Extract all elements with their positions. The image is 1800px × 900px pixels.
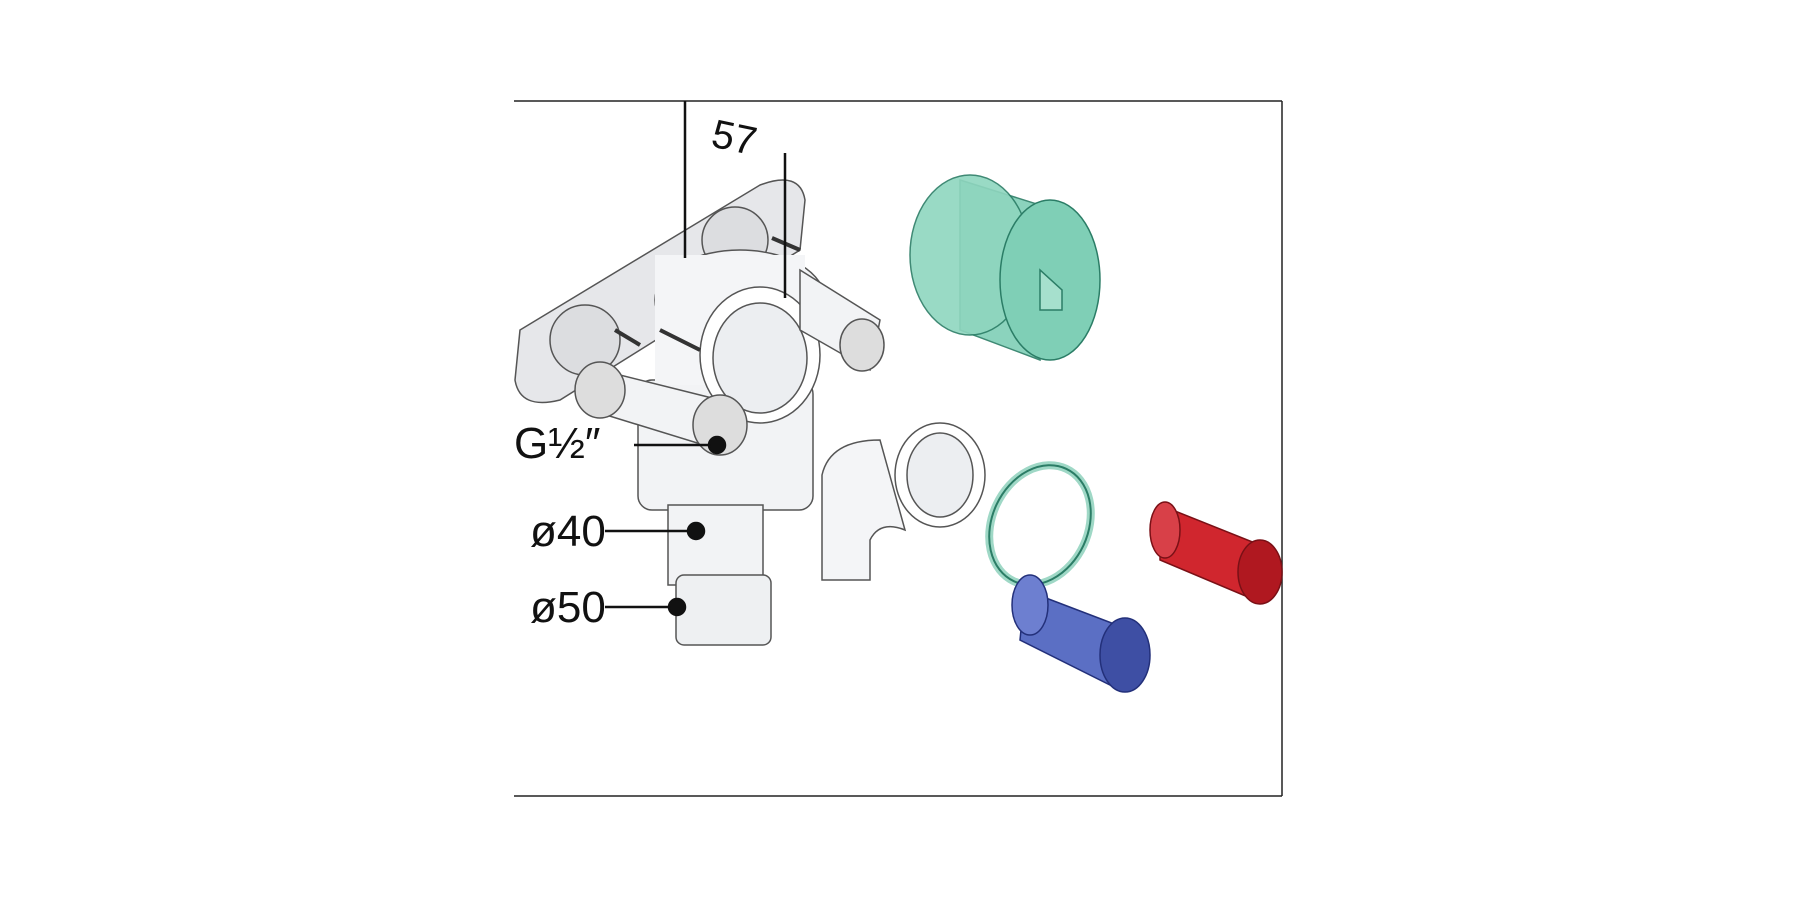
blue-tube: [1011, 574, 1151, 693]
thread-dot: [707, 435, 727, 455]
red-tube: [1149, 501, 1283, 605]
diameter-40-label: ø40: [530, 507, 606, 556]
dimension-label-57: 57: [707, 111, 761, 165]
ring-nut: [985, 461, 1095, 589]
leader-lines: [605, 101, 787, 617]
frame: [514, 100, 1283, 797]
d50-dot: [667, 597, 687, 617]
cover-cap: [909, 174, 1101, 362]
diameter-50-label: ø50: [530, 583, 606, 632]
thread-size-label: G½″: [514, 419, 601, 468]
elbow-pipe: [821, 422, 986, 581]
d40-dot: [686, 521, 706, 541]
